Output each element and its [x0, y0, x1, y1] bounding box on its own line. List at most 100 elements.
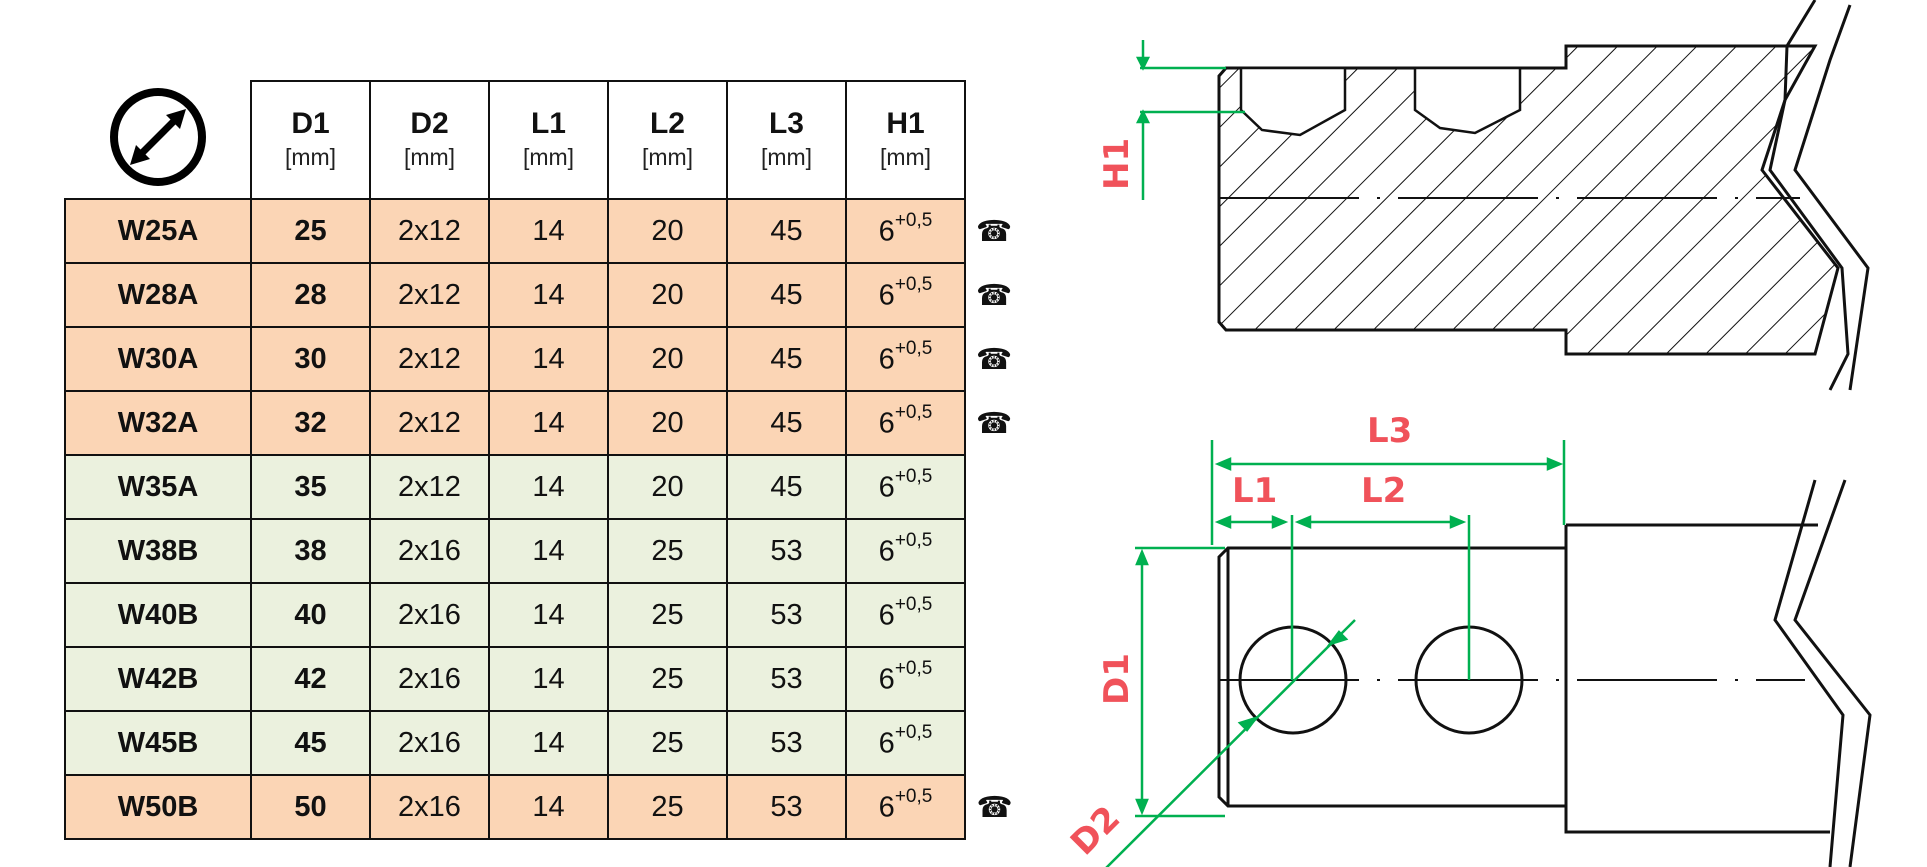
- column-header-l2: L2 [mm]: [607, 80, 728, 200]
- phone-cell: [965, 647, 1023, 711]
- column-unit: [mm]: [641, 144, 694, 170]
- product-code: W32A: [64, 390, 252, 456]
- cell-l3: 45: [726, 262, 847, 328]
- column-unit: [mm]: [522, 144, 575, 170]
- cell-d2: 2x16: [369, 710, 490, 776]
- column-name: D2: [410, 107, 449, 140]
- cell-d1: 50: [250, 774, 371, 840]
- cell-l1: 14: [488, 582, 609, 648]
- label-d2: D2: [1063, 798, 1128, 863]
- product-code: W35A: [64, 454, 252, 520]
- label-l1: L1: [1232, 471, 1277, 511]
- h1-tolerance: +0,5: [894, 273, 933, 295]
- cell-l1: 14: [488, 454, 609, 520]
- cell-l2: 25: [607, 774, 728, 840]
- section-view: [1217, 0, 1870, 391]
- phone-icon[interactable]: ☎: [975, 407, 1013, 440]
- h1-tolerance: +0,5: [894, 529, 933, 551]
- cell-l3: 45: [726, 454, 847, 520]
- phone-cell: ☎: [965, 391, 1023, 455]
- product-code: W38B: [64, 518, 252, 584]
- column-header-d2: D2 [mm]: [369, 80, 490, 200]
- label-d1: D1: [1097, 653, 1137, 705]
- product-code: W45B: [64, 710, 252, 776]
- phone-cell: ☎: [965, 775, 1023, 839]
- column-name: L2: [649, 107, 685, 140]
- cell-d1: 45: [250, 710, 371, 776]
- h1-value: 6: [878, 343, 895, 376]
- cell-d2: 2x12: [369, 390, 490, 456]
- cell-d2: 2x16: [369, 518, 490, 584]
- cell-h1: 6+0,5: [845, 326, 966, 392]
- cell-l3: 53: [726, 774, 847, 840]
- cell-l1: 14: [488, 774, 609, 840]
- header-row: D1[mm]D2[mm]L1[mm]L2[mm]L3[mm]H1[mm]: [65, 80, 1023, 200]
- column-unit: [mm]: [284, 144, 337, 170]
- phone-cell: ☎: [965, 327, 1023, 391]
- cell-h1: 6+0,5: [845, 518, 966, 584]
- product-code: W50B: [64, 774, 252, 840]
- cell-l2: 20: [607, 454, 728, 520]
- phone-icon[interactable]: ☎: [975, 279, 1013, 312]
- label-h1: H1: [1097, 138, 1137, 190]
- cell-d1: 38: [250, 518, 371, 584]
- cell-l2: 25: [607, 646, 728, 712]
- cell-d1: 32: [250, 390, 371, 456]
- phone-icon[interactable]: ☎: [976, 791, 1013, 824]
- cell-h1: 6+0,5: [845, 390, 966, 456]
- cell-h1: 6+0,5: [845, 198, 966, 264]
- cell-d2: 2x12: [369, 454, 490, 520]
- cell-d1: 35: [250, 454, 371, 520]
- cell-l2: 20: [607, 390, 728, 456]
- side-dimensions: [1105, 440, 1566, 867]
- cell-h1: 6+0,5: [845, 454, 966, 520]
- cell-l3: 45: [726, 198, 847, 264]
- cell-h1: 6+0,5: [845, 262, 966, 328]
- cell-l1: 14: [488, 390, 609, 456]
- column-unit: [mm]: [879, 144, 932, 170]
- cell-l1: 14: [488, 710, 609, 776]
- h1-value: 6: [878, 791, 895, 824]
- h1-tolerance: +0,5: [894, 209, 933, 231]
- cell-l2: 20: [607, 262, 728, 328]
- cell-l2: 20: [607, 198, 728, 264]
- h1-tolerance: +0,5: [894, 657, 933, 679]
- cell-l1: 14: [488, 262, 609, 328]
- cell-h1: 6+0,5: [845, 774, 966, 840]
- phone-icon[interactable]: ☎: [975, 343, 1013, 376]
- product-code: W40B: [64, 582, 252, 648]
- cell-l3: 53: [726, 710, 847, 776]
- h1-value: 6: [878, 727, 895, 760]
- cell-h1: 6+0,5: [845, 710, 966, 776]
- cell-l3: 53: [726, 646, 847, 712]
- cell-d1: 40: [250, 582, 371, 648]
- cell-l2: 20: [607, 326, 728, 392]
- h1-value: 6: [878, 407, 895, 440]
- column-unit: [mm]: [760, 144, 813, 170]
- cell-d2: 2x12: [369, 198, 490, 264]
- phone-icon[interactable]: ☎: [975, 215, 1013, 248]
- cell-d2: 2x16: [369, 774, 490, 840]
- cell-l2: 25: [607, 518, 728, 584]
- cell-l1: 14: [488, 646, 609, 712]
- cell-l2: 25: [607, 710, 728, 776]
- cell-l1: 14: [488, 326, 609, 392]
- diameter-arrow-icon: [109, 88, 206, 186]
- cell-h1: 6+0,5: [845, 646, 966, 712]
- h1-dimension: [1135, 40, 1245, 200]
- column-unit: [mm]: [403, 144, 456, 170]
- label-l3: L3: [1367, 411, 1412, 451]
- h1-value: 6: [878, 663, 895, 696]
- spec-table: D1[mm]D2[mm]L1[mm]L2[mm]L3[mm]H1[mm] W25…: [64, 80, 1024, 840]
- h1-tolerance: +0,5: [894, 785, 933, 807]
- product-code: W25A: [64, 198, 252, 264]
- column-name: H1: [886, 107, 925, 140]
- cell-d2: 2x16: [369, 646, 490, 712]
- h1-tolerance: +0,5: [894, 465, 933, 487]
